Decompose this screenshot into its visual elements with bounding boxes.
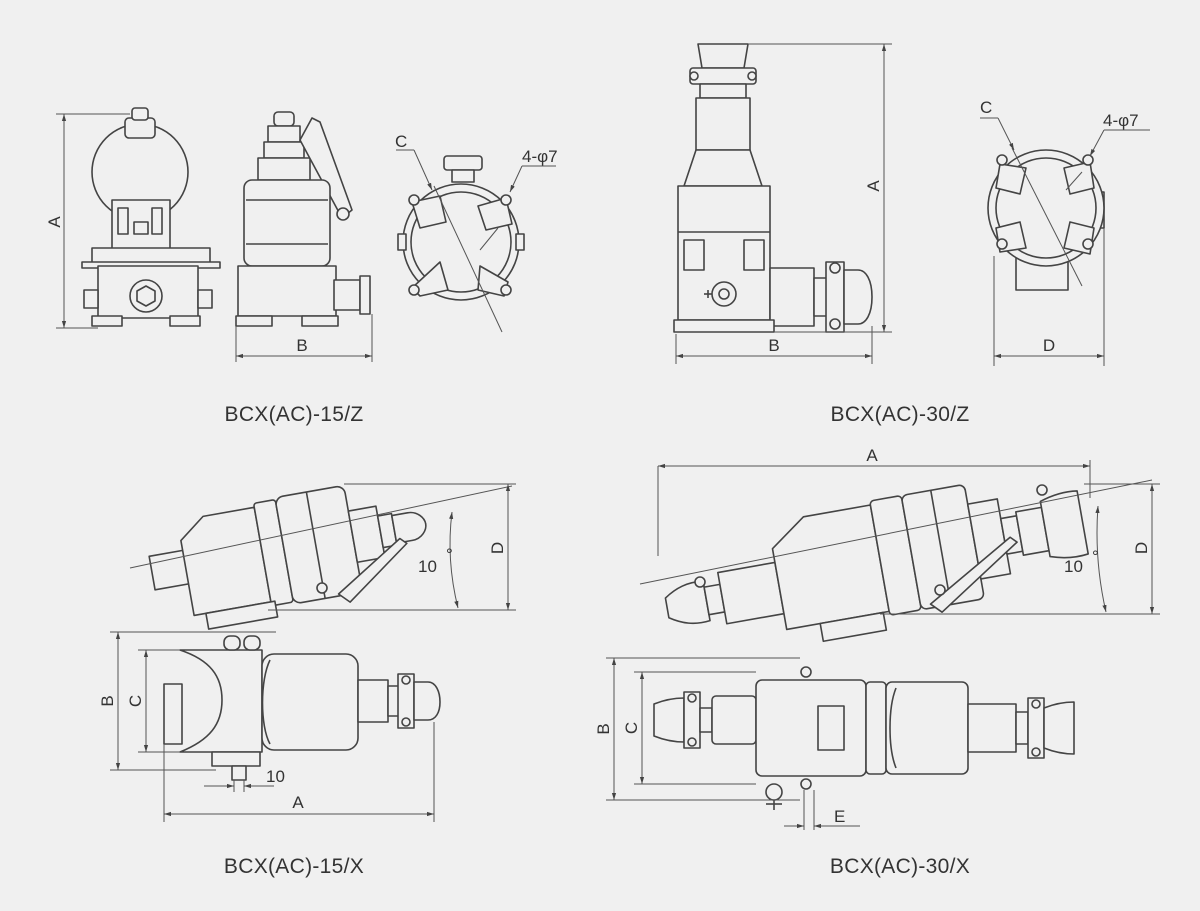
bcx15x-drawing: D 10 ° B C 10 [98, 483, 516, 822]
caption-bcx15x: BCX(AC)-15/X [224, 855, 364, 878]
bcx15x-dim-a: A [292, 793, 304, 812]
bcx15z-side-view [235, 111, 371, 327]
caption-bcx30z: BCX(AC)-30/Z [831, 403, 970, 426]
bcx30z-dim-c: C [980, 98, 992, 117]
bcx30x-drawing: A D 10 ° [594, 446, 1160, 830]
bcx15x-top-view [163, 635, 441, 781]
bcx30x-top-view [653, 666, 1075, 810]
bcx15z-dim-c: C [395, 132, 407, 151]
bcx30z-drawing: A B C 4-φ7 D [673, 43, 1150, 366]
bcx30x-dim-c: C [622, 722, 641, 734]
bcx15z-drawing: A B [45, 107, 558, 362]
caption-bcx15z: BCX(AC)-15/Z [225, 403, 364, 426]
caption-bcx30x: BCX(AC)-30/X [830, 855, 970, 878]
bcx15x-dim-angle: 10 [418, 557, 437, 576]
bcx30x-tilted-view [664, 484, 1089, 643]
bcx30x-dim-b: B [594, 723, 613, 734]
bcx30z-dim-b: B [768, 336, 779, 355]
bcx15x-tilted-view [148, 485, 427, 630]
bcx30x-dim-e: E [834, 807, 845, 826]
bcx15x-dim-degree: ° [446, 545, 453, 564]
bcx15z-front-view [81, 107, 221, 327]
bcx30z-bottom-view [987, 147, 1105, 291]
bcx15x-dim-b: B [98, 695, 117, 706]
bcx30x-dim-angle: 10 [1064, 557, 1083, 576]
bcx15z-bottom-view [397, 155, 525, 333]
bcx15x-dim-d: D [488, 542, 507, 554]
bcx30z-dim-a: A [864, 180, 883, 192]
bcx15z-dim-a: A [45, 216, 64, 228]
bcx30x-dim-degree: ° [1092, 547, 1099, 566]
bcx15x-dim-ten: 10 [266, 767, 285, 786]
bcx30x-dim-d: D [1132, 542, 1151, 554]
bcx15z-dim-b: B [296, 336, 307, 355]
bcx30z-dim-hole: 4-φ7 [1103, 111, 1139, 130]
bcx15x-dim-c: C [126, 695, 145, 707]
bcx30z-dim-d: D [1043, 336, 1055, 355]
bcx30x-dim-a: A [866, 446, 878, 465]
bcx15z-dim-hole: 4-φ7 [522, 147, 558, 166]
bcx30z-side-view [673, 43, 873, 333]
